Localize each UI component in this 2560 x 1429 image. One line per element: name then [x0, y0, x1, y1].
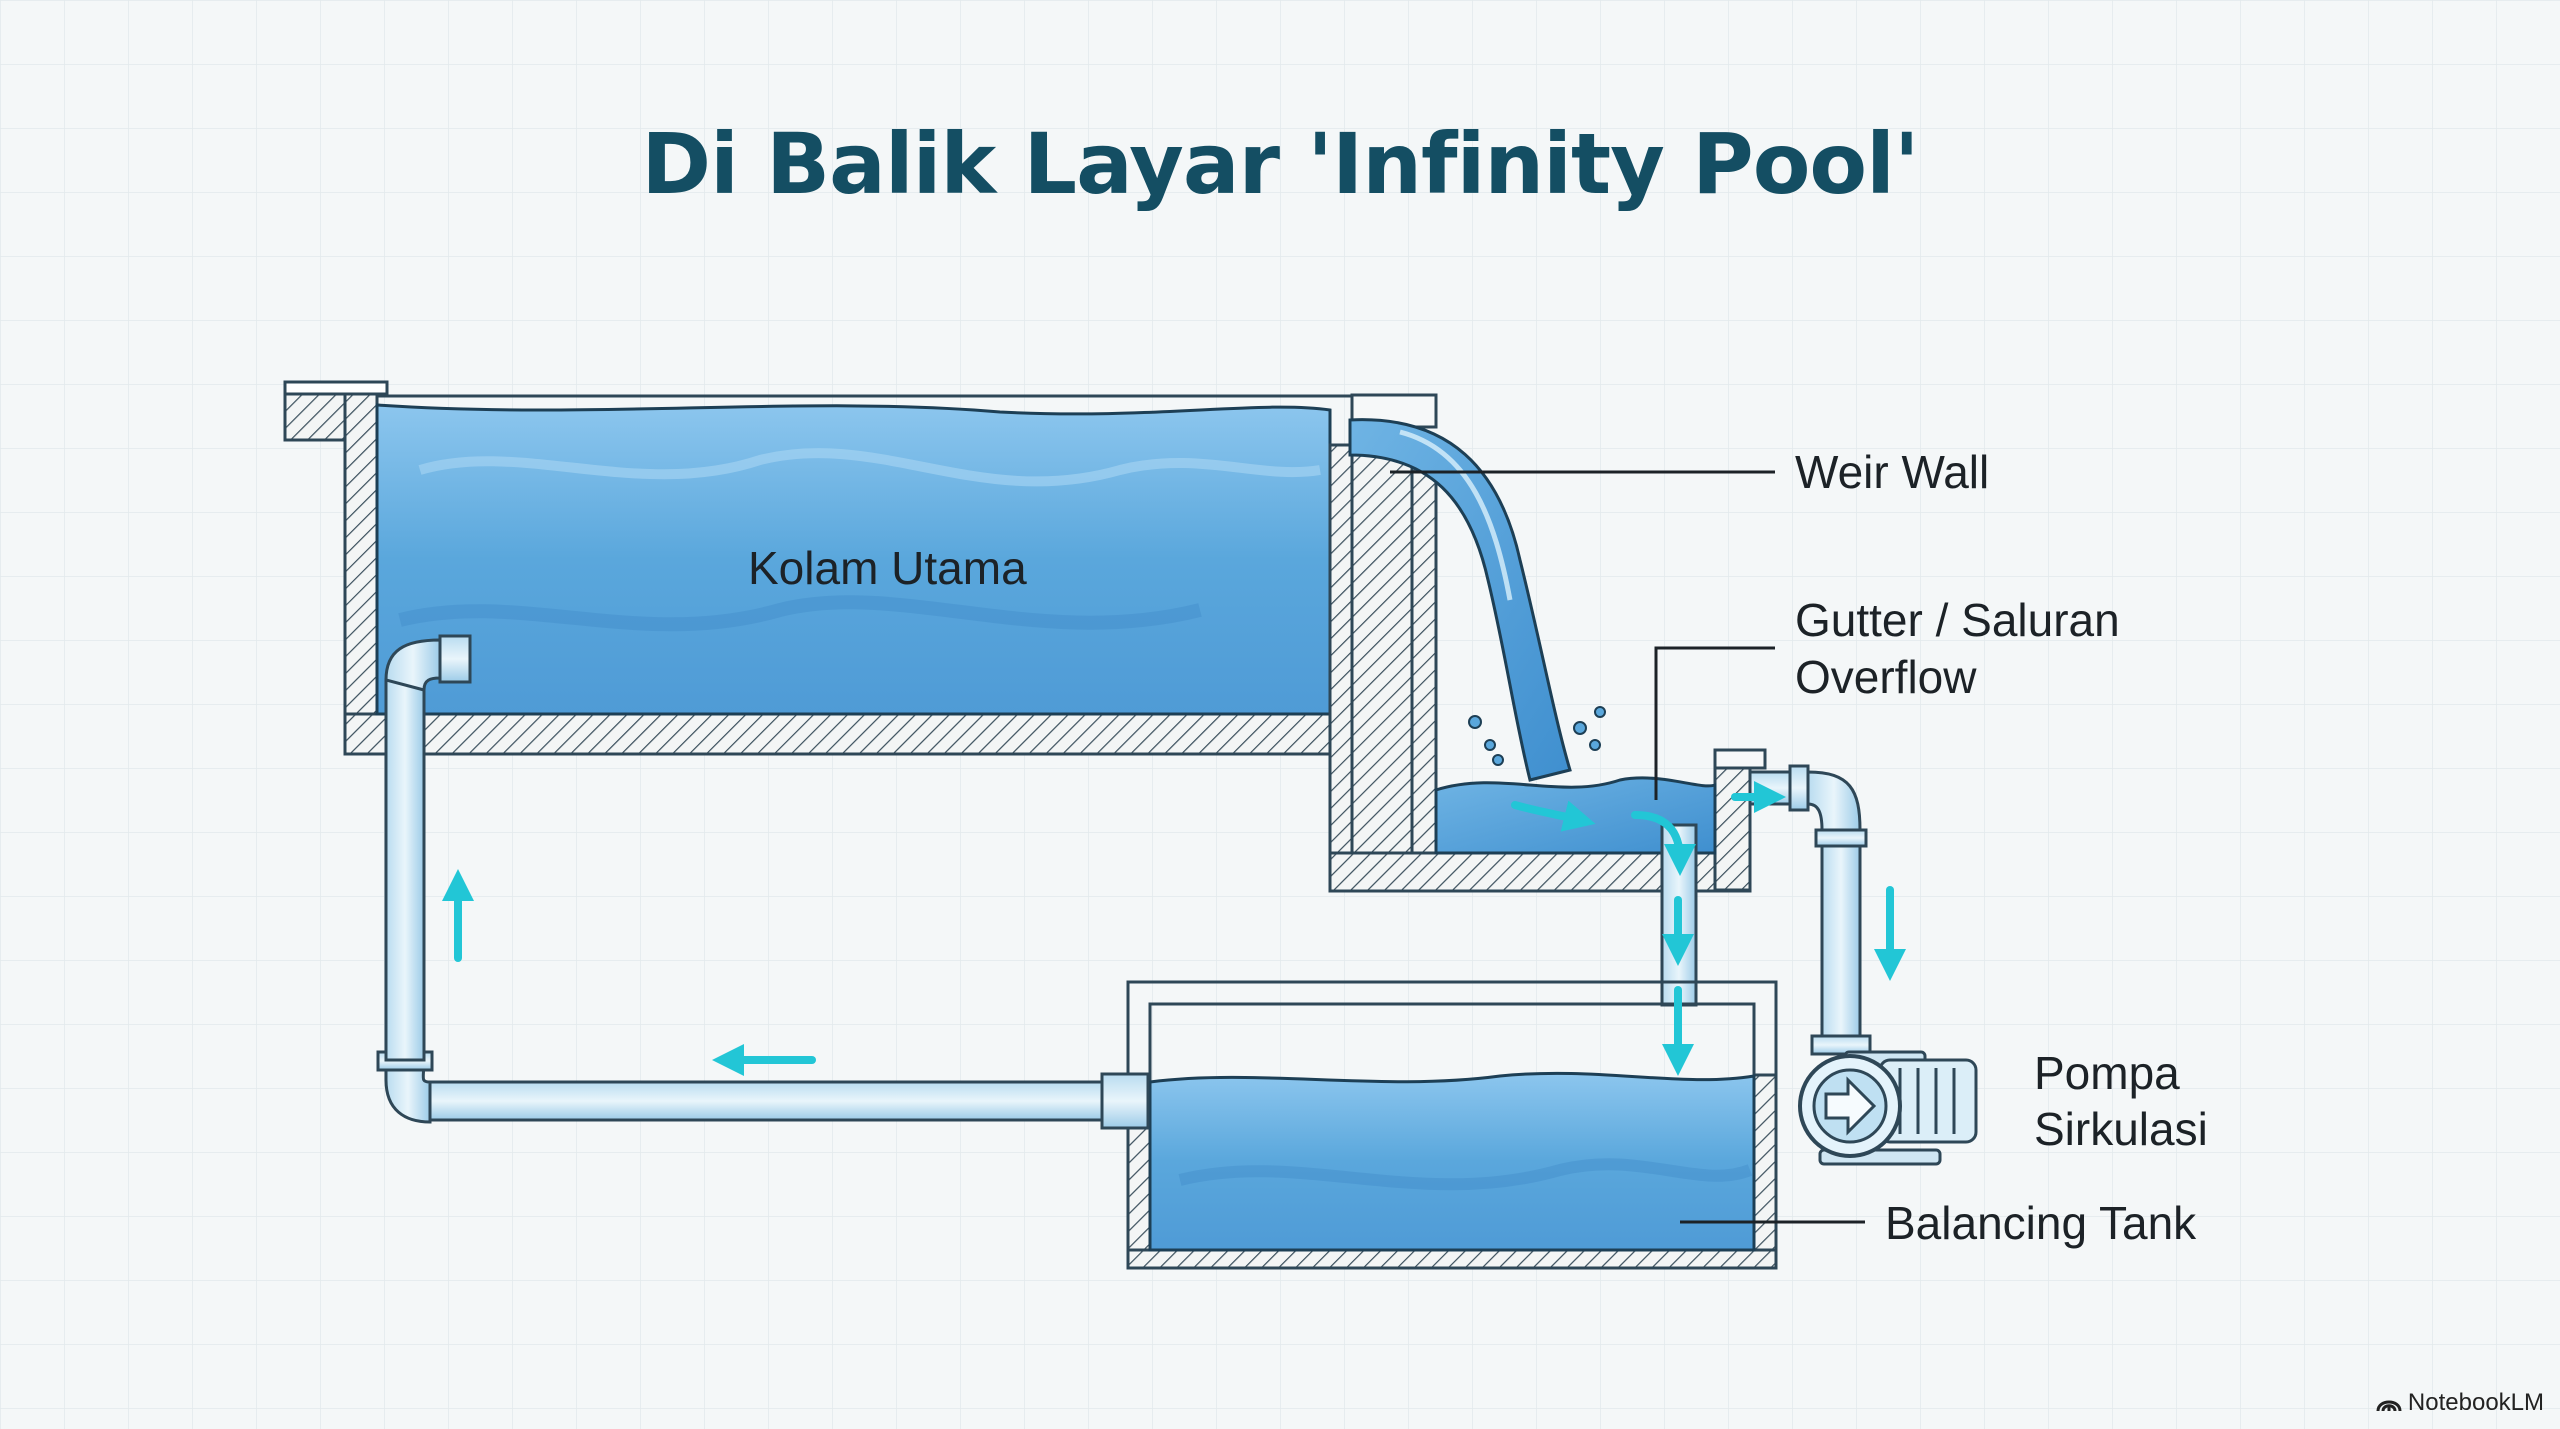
pump-icon — [1798, 1050, 1978, 1166]
water-splash-icon — [1468, 706, 1606, 766]
leader-lines — [1390, 470, 1865, 1224]
watermark-text: NotebookLM — [2407, 1389, 2544, 1416]
overflow-waterfall — [1348, 418, 1606, 782]
weir-wall-label: Weir Wall — [1795, 446, 1990, 498]
main-pool-label: Kolam Utama — [748, 542, 1027, 594]
notebooklm-logo-icon — [2376, 1400, 2402, 1412]
flow-arrows — [442, 781, 1906, 1076]
main-pool — [283, 380, 1352, 756]
gutter-leader — [1654, 646, 1775, 800]
weir-wall — [1328, 393, 1438, 855]
pump-label-line1: Pompa — [2034, 1047, 2180, 1099]
balancing-tank-label: Balancing Tank — [1885, 1197, 2197, 1249]
gutter-label-line1: Gutter / Saluran — [1795, 594, 2120, 646]
watermark: NotebookLM — [2376, 1389, 2544, 1417]
flow-arrow-icon — [1631, 811, 1696, 876]
balancing-tank — [1126, 980, 1778, 1270]
flow-arrow-icon — [1511, 800, 1596, 832]
pump-suction-pipe — [1748, 764, 1872, 1056]
gutter-label-line2: Overflow — [1795, 651, 1977, 703]
page-title: Di Balik Layar 'Infinity Pool' — [641, 115, 1919, 213]
pump-label-line2: Sirkulasi — [2034, 1103, 2208, 1155]
return-pipe — [376, 634, 1150, 1130]
